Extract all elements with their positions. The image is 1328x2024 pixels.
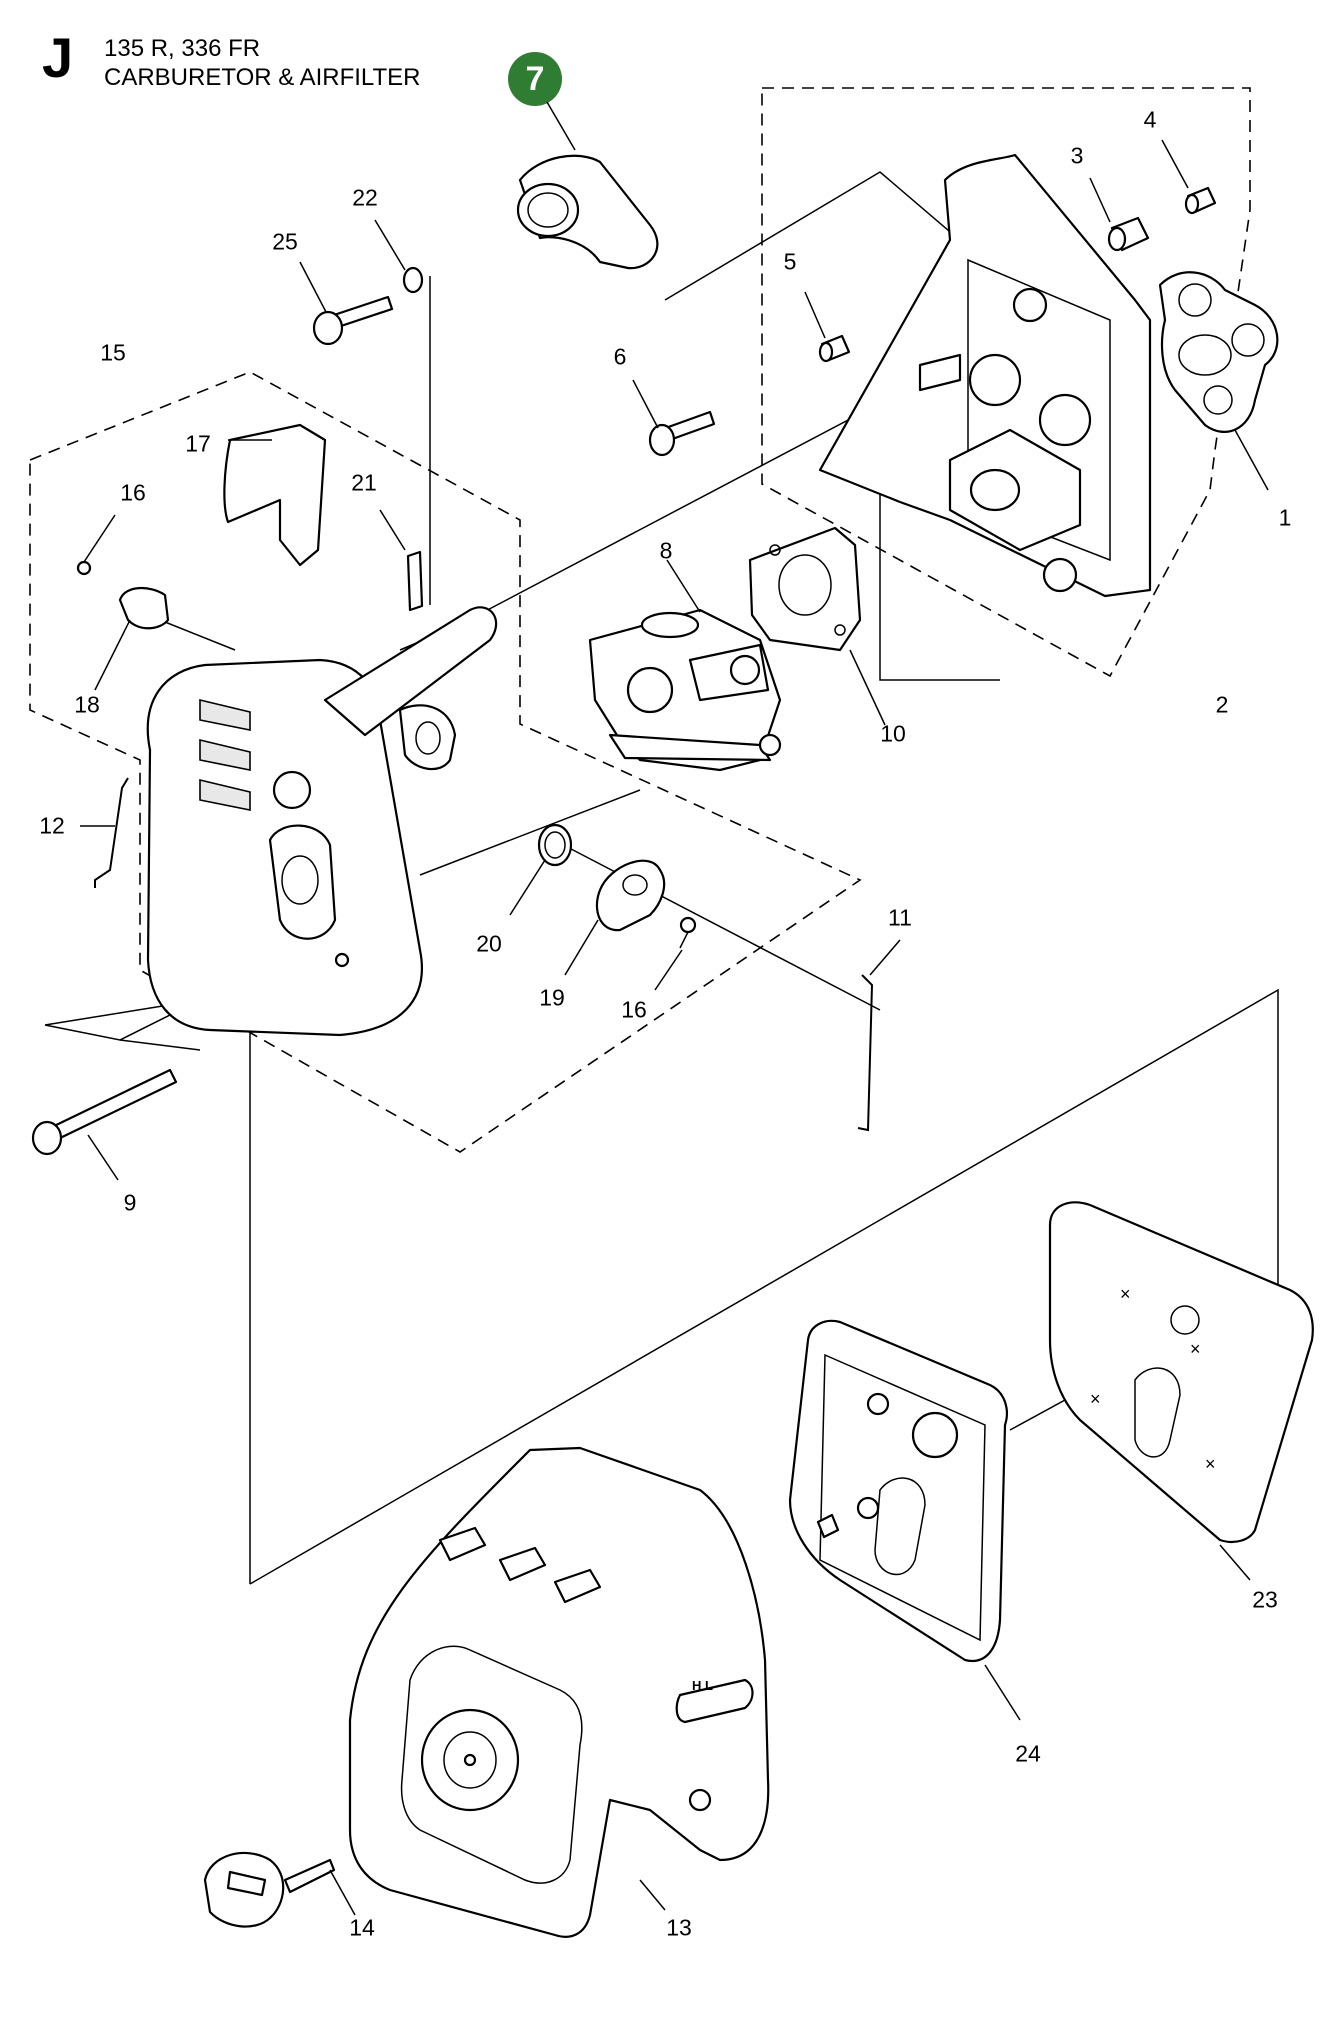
assembly-outline-15 bbox=[29, 371, 862, 1153]
callout-23[interactable]: 23 bbox=[1252, 1586, 1278, 1613]
callout-17[interactable]: 17 bbox=[185, 430, 211, 457]
callout-19[interactable]: 19 bbox=[539, 984, 565, 1011]
trigger-cover-part-17[interactable] bbox=[223, 423, 327, 567]
filter-element-part-23[interactable]: × × × × bbox=[1048, 1201, 1314, 1581]
bushing-part-4[interactable] bbox=[1161, 139, 1217, 215]
callout-16-top[interactable]: 16 bbox=[120, 479, 146, 506]
callout-10[interactable]: 10 bbox=[880, 720, 906, 747]
washer-part-22[interactable] bbox=[374, 219, 424, 294]
callout-11[interactable]: 11 bbox=[888, 904, 912, 931]
section-letter: J bbox=[42, 26, 74, 89]
callout-13[interactable]: 13 bbox=[666, 1914, 692, 1941]
callout-25[interactable]: 25 bbox=[272, 228, 298, 255]
filter-base-part-2[interactable] bbox=[818, 153, 1152, 598]
choke-marks: H L bbox=[692, 1678, 713, 1693]
screw-part-16-top[interactable] bbox=[76, 514, 116, 576]
callout-5[interactable]: 5 bbox=[783, 248, 797, 275]
callout-14[interactable]: 14 bbox=[349, 1914, 375, 1941]
lever-part-18[interactable] bbox=[94, 587, 170, 691]
screw-part-25[interactable] bbox=[299, 261, 394, 346]
callout-18[interactable]: 18 bbox=[74, 691, 100, 718]
callout-24[interactable]: 24 bbox=[1015, 1740, 1041, 1767]
screw-part-16-lower[interactable] bbox=[654, 916, 697, 991]
gasket-part-10[interactable] bbox=[748, 526, 886, 726]
clip-part-21[interactable] bbox=[379, 509, 424, 612]
svg-text:×: × bbox=[1090, 1389, 1101, 1409]
callout-9[interactable]: 9 bbox=[123, 1189, 137, 1216]
filter-holder-part-24[interactable] bbox=[788, 1319, 1021, 1721]
bushing-part-3[interactable] bbox=[1089, 177, 1150, 252]
diagram-title: CARBURETOR & AIRFILTER bbox=[104, 64, 421, 91]
spring-wire-part-12[interactable] bbox=[80, 777, 129, 888]
gasket-flange-part-1[interactable] bbox=[1158, 271, 1279, 491]
knob-part-14[interactable] bbox=[203, 1851, 356, 1928]
svg-text:×: × bbox=[1190, 1339, 1201, 1359]
svg-text:×: × bbox=[1120, 1284, 1131, 1304]
carburetor-part-8[interactable] bbox=[588, 559, 782, 772]
intake-elbow-part-7[interactable] bbox=[516, 101, 659, 270]
callout-3[interactable]: 3 bbox=[1070, 142, 1084, 169]
callout-8[interactable]: 8 bbox=[659, 537, 673, 564]
svg-text:×: × bbox=[1205, 1454, 1216, 1474]
screw-part-6[interactable] bbox=[632, 379, 716, 457]
model-numbers: 135 R, 336 FR bbox=[104, 35, 261, 62]
rod-part-11[interactable] bbox=[857, 939, 901, 1132]
callout-12[interactable]: 12 bbox=[39, 812, 65, 839]
callout-1[interactable]: 1 bbox=[1278, 504, 1292, 531]
callout-2[interactable]: 2 bbox=[1215, 691, 1229, 718]
callout-21[interactable]: 21 bbox=[351, 469, 377, 496]
screw-part-9[interactable] bbox=[31, 1068, 178, 1181]
callout-6[interactable]: 6 bbox=[613, 343, 627, 370]
seal-ring-part-20[interactable] bbox=[509, 823, 573, 916]
assembly-outline-2 bbox=[761, 87, 1251, 678]
carb-housing-part-15[interactable] bbox=[146, 606, 498, 1037]
callout-16-lower[interactable]: 16 bbox=[621, 996, 647, 1023]
callout-4[interactable]: 4 bbox=[1143, 106, 1157, 133]
callout-20[interactable]: 20 bbox=[476, 930, 502, 957]
callout-15[interactable]: 15 bbox=[100, 339, 126, 366]
title-block: 135 R, 336 FR CARBURETOR & AIRFILTER bbox=[104, 34, 421, 92]
callout-22[interactable]: 22 bbox=[352, 184, 378, 211]
cam-plate-part-19[interactable] bbox=[564, 859, 666, 976]
cover-part-13[interactable]: H L bbox=[348, 1446, 770, 1938]
highlighted-part-badge[interactable]: 7 bbox=[508, 52, 562, 106]
bushing-part-5[interactable] bbox=[804, 291, 851, 363]
